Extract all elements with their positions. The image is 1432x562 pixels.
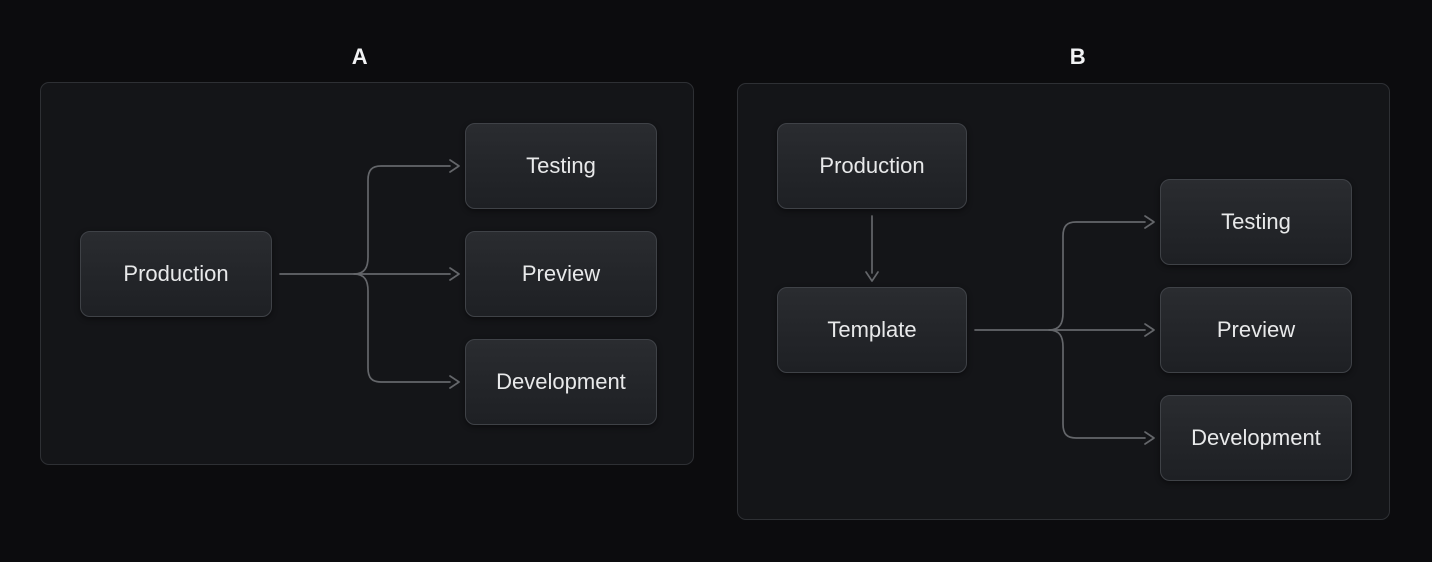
panel-b-title: B: [1069, 44, 1087, 69]
node-label: Preview: [1216, 317, 1296, 342]
node-label: Template: [827, 317, 917, 342]
node-label: Development: [496, 369, 626, 394]
node-a-testing: Testing: [465, 123, 657, 209]
node-b-production: Production: [777, 123, 967, 209]
node-label: Testing: [1221, 209, 1291, 234]
node-label: Development: [1191, 425, 1321, 450]
node-label: Production: [819, 153, 925, 178]
node-a-preview: Preview: [465, 231, 657, 317]
node-b-testing: Testing: [1160, 179, 1352, 265]
node-b-template: Template: [777, 287, 967, 373]
node-b-preview: Preview: [1160, 287, 1352, 373]
node-label: Preview: [521, 261, 601, 286]
node-a-development: Development: [465, 339, 657, 425]
node-a-production: Production: [80, 231, 272, 317]
node-label: Testing: [526, 153, 596, 178]
node-label: Production: [123, 261, 229, 286]
node-b-development: Development: [1160, 395, 1352, 481]
panel-a-title: A: [351, 44, 369, 69]
